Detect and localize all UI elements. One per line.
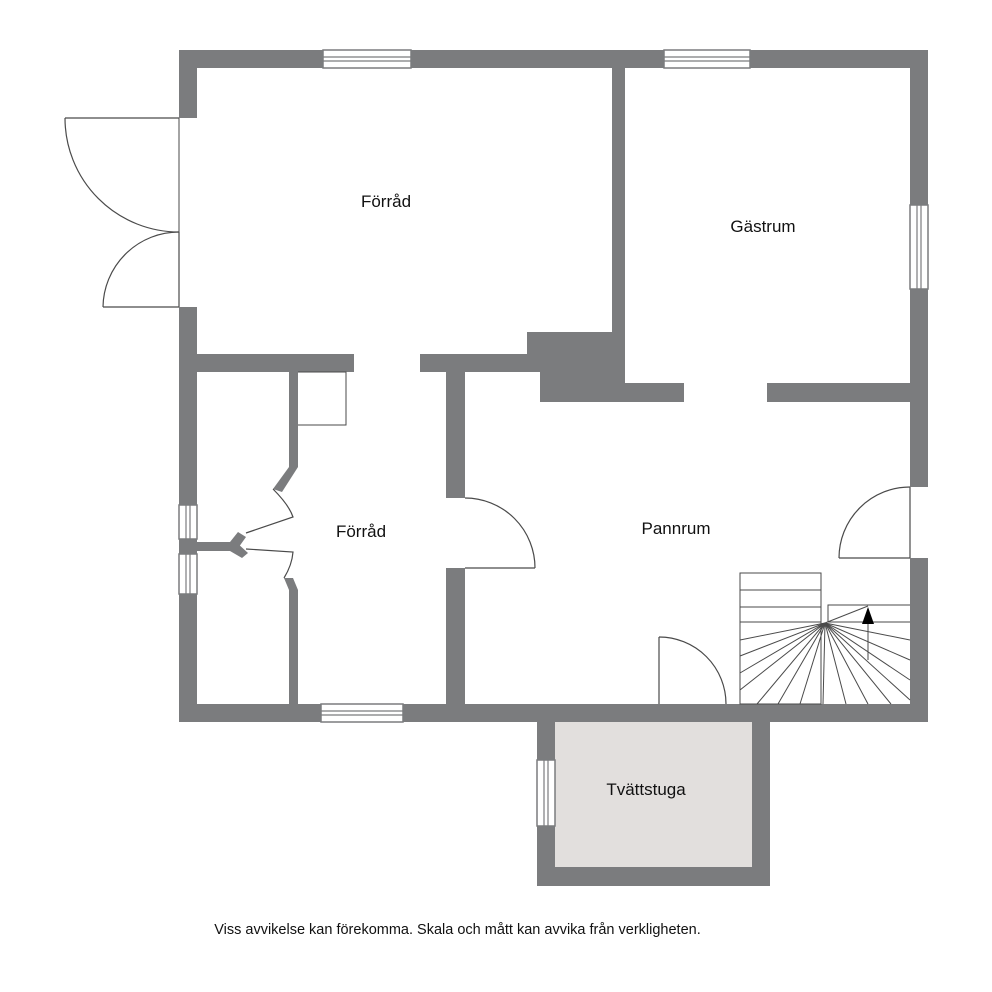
label-storage-top: Förråd — [361, 192, 411, 211]
interior-walls — [197, 68, 910, 704]
stair-direction-arrow — [862, 607, 874, 624]
window-left-upper — [178, 504, 198, 540]
laundry-floor — [554, 722, 752, 867]
window-guest-top — [663, 49, 751, 69]
door-boiler-right — [838, 486, 911, 559]
window-laundry — [536, 759, 556, 827]
chimney-block — [527, 332, 614, 402]
label-guest-room: Gästrum — [730, 217, 795, 236]
closet-doors — [245, 488, 294, 579]
window-top-storage — [322, 49, 412, 69]
window-bottom-storage — [320, 703, 404, 723]
door-laundry — [658, 636, 727, 705]
disclaimer-text: Viss avvikelse kan förekomma. Skala och … — [214, 922, 701, 938]
double-door-left — [64, 117, 180, 308]
closet-box — [298, 371, 347, 426]
label-boiler-room: Pannrum — [642, 519, 711, 538]
windows — [178, 49, 929, 827]
doors — [64, 117, 911, 705]
label-laundry-room: Tvättstuga — [606, 780, 686, 799]
door-storage-boiler — [464, 497, 536, 569]
staircase — [739, 572, 911, 705]
window-guest-right — [909, 204, 929, 290]
window-left-lower — [178, 553, 198, 595]
label-storage-middle: Förråd — [336, 522, 386, 541]
